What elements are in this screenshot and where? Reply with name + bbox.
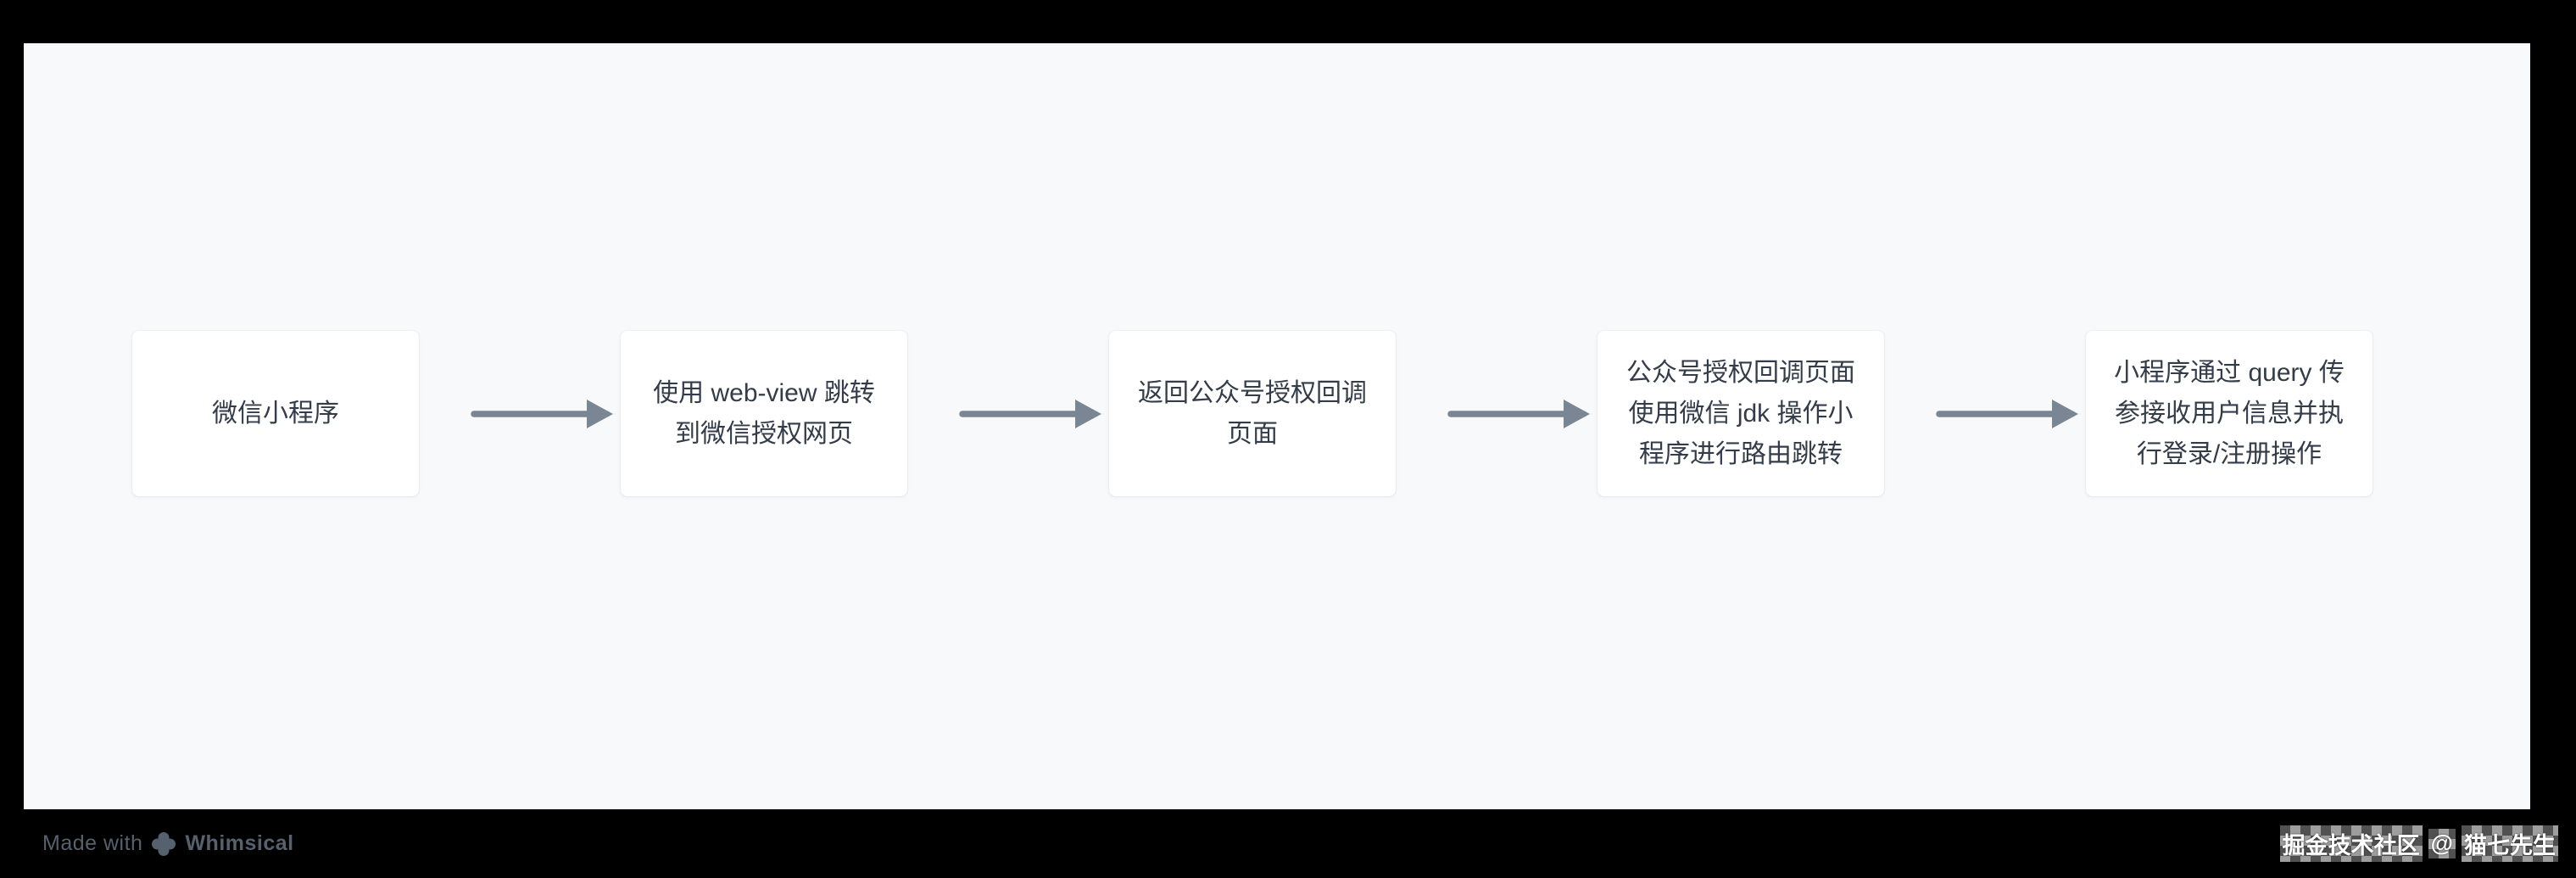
flow-step-label: 使用 web-view 跳转到微信授权网页 <box>653 378 875 448</box>
whimsical-brand-text: Whimsical <box>185 831 294 855</box>
watermark-author-text: 猫七先生 <box>2462 825 2558 862</box>
flow-step-miniprogram: 微信小程序 <box>132 331 419 496</box>
flow-step-label: 返回公众号授权回调页面 <box>1138 378 1367 448</box>
flow-step-label: 小程序通过 query 传参接收用户信息并执行登录/注册操作 <box>2114 358 2345 468</box>
footer: Made with Whimsical 掘金技术社区 @ 猫七先生 <box>0 809 2576 878</box>
flow-step-label: 微信小程序 <box>212 399 339 428</box>
whimsical-credit: Made with Whimsical <box>42 831 294 857</box>
flow-connector <box>907 331 1109 496</box>
flow-connector <box>1396 331 1597 496</box>
flow-connector <box>419 331 621 496</box>
flow-step-jdk-route: 公众号授权回调页面使用微信 jdk 操作小程序进行路由跳转 <box>1597 331 1884 496</box>
flow-arrow-icon <box>1447 399 1590 428</box>
watermark-community-text: 掘金技术社区 <box>2279 825 2423 862</box>
flow-step-webview-redirect: 使用 web-view 跳转到微信授权网页 <box>621 331 907 496</box>
flow-arrow-icon <box>471 399 613 428</box>
flow-connector <box>1884 331 2086 496</box>
flow-step-query-login: 小程序通过 query 传参接收用户信息并执行登录/注册操作 <box>2086 331 2372 496</box>
flow-step-auth-callback: 返回公众号授权回调页面 <box>1109 331 1396 496</box>
made-with-text: Made with <box>42 831 143 855</box>
whimsical-flower-icon <box>151 831 176 857</box>
flow-step-label: 公众号授权回调页面使用微信 jdk 操作小程序进行路由跳转 <box>1626 358 1855 468</box>
flowchart: 微信小程序 使用 web-view 跳转到微信授权网页 返回公众号授权回调页面 <box>132 331 2372 496</box>
watermark-separator: @ <box>2428 829 2456 858</box>
flow-arrow-icon <box>959 399 1101 428</box>
diagram-canvas: 微信小程序 使用 web-view 跳转到微信授权网页 返回公众号授权回调页面 <box>24 43 2530 809</box>
flow-arrow-icon <box>1936 399 2078 428</box>
juejin-watermark: 掘金技术社区 @ 猫七先生 <box>2279 825 2558 862</box>
